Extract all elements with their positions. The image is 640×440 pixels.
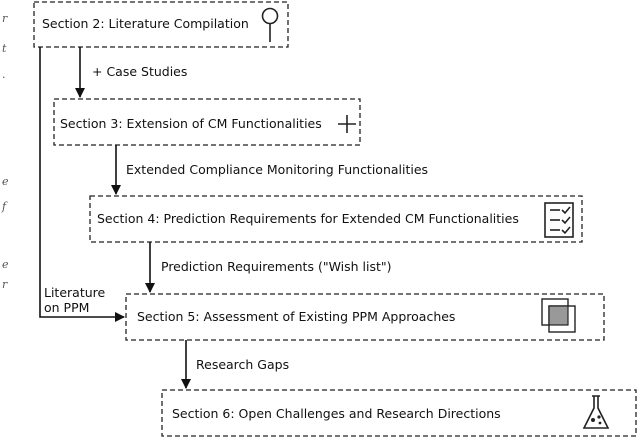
margin-glyph: e <box>2 258 9 271</box>
margin-glyph: t <box>2 42 7 55</box>
margin-glyph: r <box>2 278 8 291</box>
side-arrow-label-line1: Literature <box>44 285 106 300</box>
section-6-label: Section 6: Open Challenges and Research … <box>172 406 501 421</box>
plus-icon <box>338 115 356 133</box>
section-4-label: Section 4: Prediction Requirements for E… <box>97 211 519 226</box>
side-arrow-2-to-5 <box>39 47 125 322</box>
arrow-4-to-5-label: Prediction Requirements ("Wish list") <box>161 259 392 274</box>
margin-glyph: e <box>2 175 9 188</box>
side-arrow-label-line2: on PPM <box>44 300 89 315</box>
section-5-label: Section 5: Assessment of Existing PPM Ap… <box>137 309 455 324</box>
checklist-icon <box>544 202 574 238</box>
section-3-label: Section 3: Extension of CM Functionaliti… <box>60 116 322 131</box>
section-5-box: Section 5: Assessment of Existing PPM Ap… <box>125 293 605 341</box>
section-4-box: Section 4: Prediction Requirements for E… <box>89 195 583 243</box>
arrow-5-to-6-label: Research Gaps <box>196 357 289 372</box>
arrow-3-to-4-label: Extended Compliance Monitoring Functiona… <box>126 162 428 177</box>
magnifier-icon <box>261 7 279 42</box>
section-6-box: Section 6: Open Challenges and Research … <box>161 389 637 437</box>
section-2-box: Section 2: Literature Compilation <box>33 1 289 48</box>
margin-glyph: r <box>2 12 8 25</box>
margin-glyphs: r t . e f e r <box>1 12 9 291</box>
section-2-label: Section 2: Literature Compilation <box>42 16 249 31</box>
margin-glyph: . <box>2 68 6 81</box>
section-3-box: Section 3: Extension of CM Functionaliti… <box>53 98 361 146</box>
overlapping-squares-icon <box>541 298 576 333</box>
margin-glyph: f <box>1 200 8 213</box>
flask-icon <box>582 395 610 429</box>
arrow-2-to-3-label: + Case Studies <box>92 64 187 79</box>
